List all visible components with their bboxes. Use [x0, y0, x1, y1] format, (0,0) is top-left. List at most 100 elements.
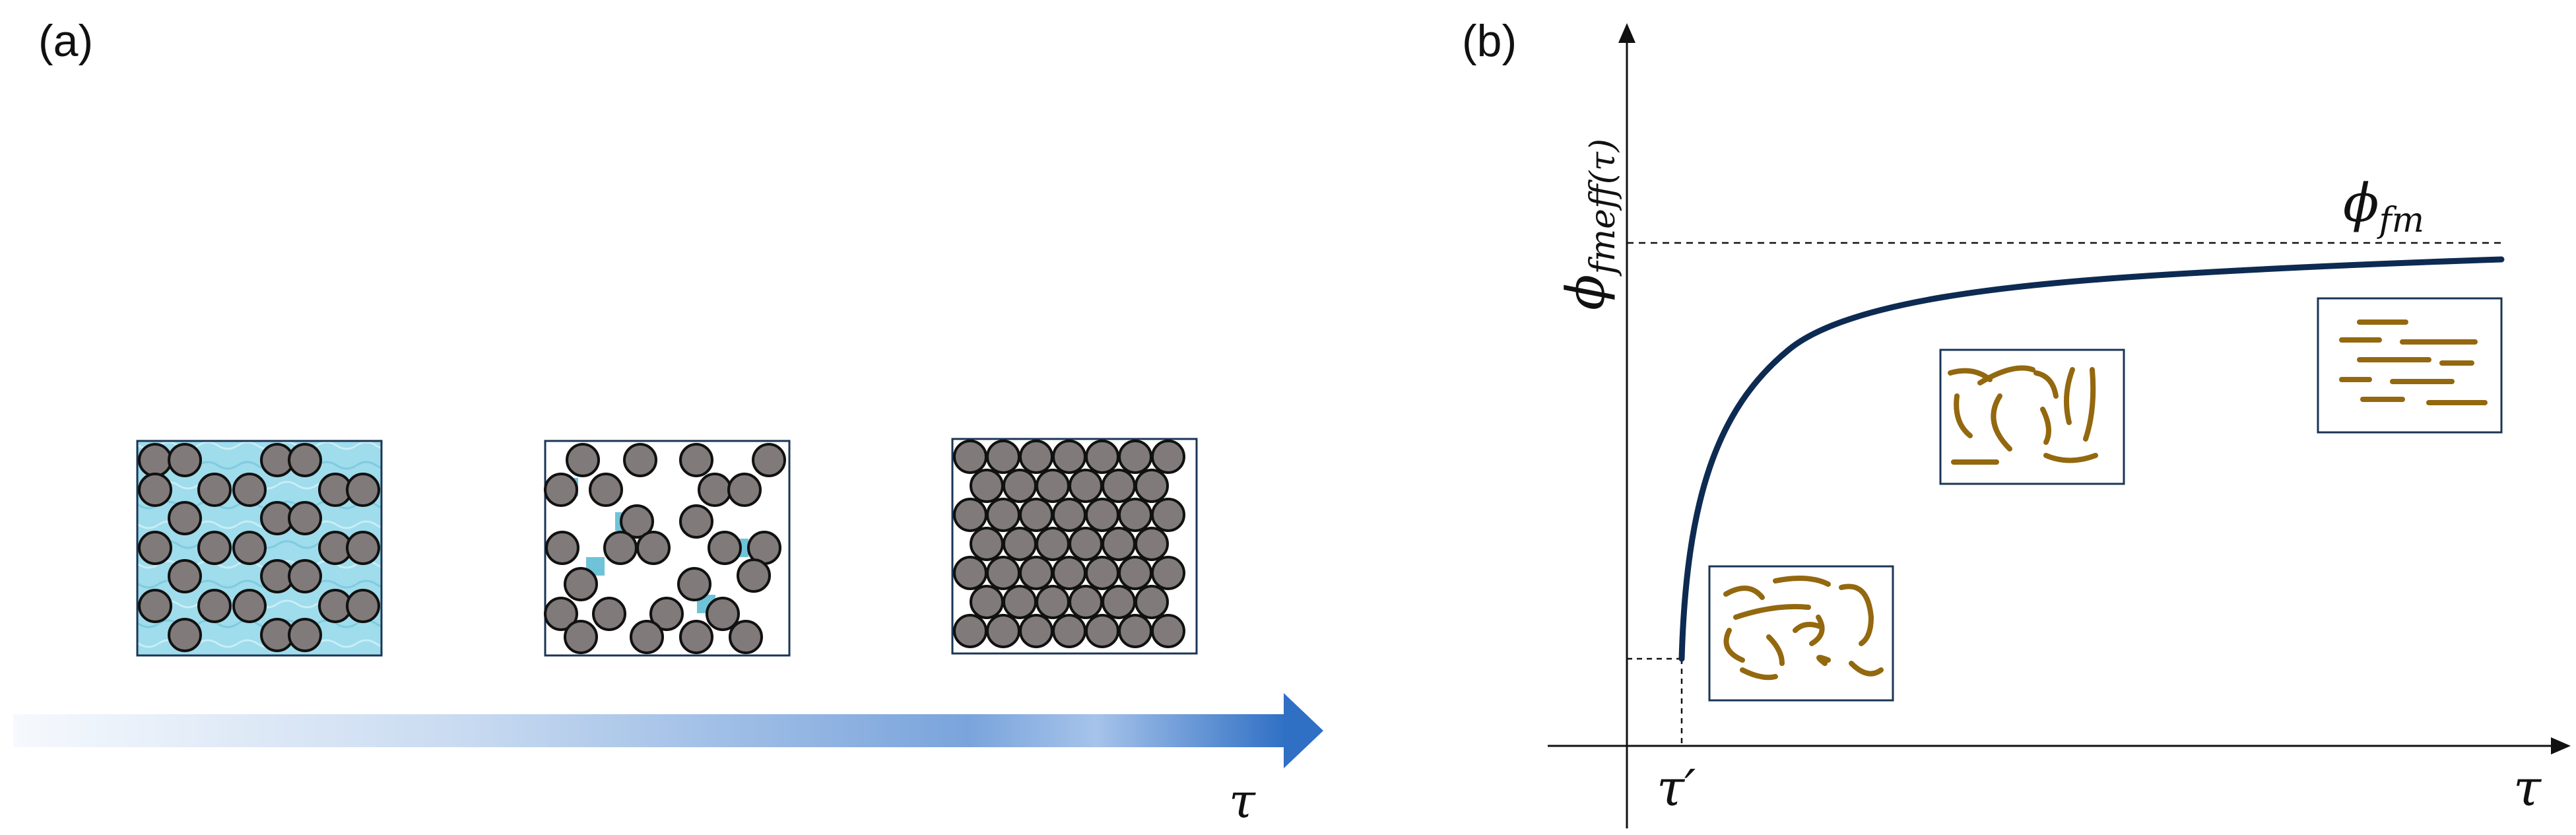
- particle: [232, 473, 267, 507]
- particle: [1102, 469, 1136, 503]
- particle: [677, 567, 711, 601]
- fiber: [2064, 367, 2075, 425]
- fiber-box-random-mid: [1939, 349, 2125, 485]
- particle: [603, 531, 638, 565]
- particle: [592, 597, 626, 631]
- particle: [232, 531, 267, 565]
- fiber-box-3-frame: [2317, 297, 2503, 434]
- particle: [197, 473, 232, 507]
- fiber: [1991, 393, 2012, 451]
- particle: [564, 620, 598, 654]
- particle: [1052, 498, 1086, 532]
- particle: [1135, 469, 1169, 503]
- particle: [232, 589, 267, 623]
- particle: [544, 473, 578, 507]
- asymptote-subscript: fm: [2377, 201, 2425, 240]
- fiber: [1723, 628, 1745, 663]
- fiber-box-2-fibers: [1948, 365, 2098, 465]
- particle: [1085, 440, 1119, 474]
- packing-box-3-particles: [953, 440, 1185, 648]
- fiber: [1773, 576, 1831, 587]
- particle: [168, 501, 202, 535]
- arrow-shaft: [13, 714, 1287, 747]
- fiber: [2083, 367, 2096, 442]
- fiber-box-3-fibers: [2339, 319, 2488, 405]
- particle: [1151, 556, 1185, 590]
- packing-box-bridged: [544, 440, 791, 657]
- particle: [1102, 585, 1136, 619]
- panel-b-label: (b): [1462, 16, 1517, 66]
- fiber-box-1-frame: [1708, 565, 1894, 702]
- particle: [1036, 585, 1070, 619]
- fiber: [1793, 622, 1824, 633]
- y-axis-phi: ϕ: [1555, 274, 1616, 310]
- particle: [168, 443, 202, 477]
- particle: [168, 618, 202, 652]
- particle: [197, 531, 232, 565]
- particle: [1135, 527, 1169, 561]
- particle: [1019, 556, 1053, 590]
- particle: [138, 589, 172, 623]
- packing-fraction-curve: [1678, 256, 2505, 662]
- x-axis-label: τ: [2513, 758, 2542, 817]
- particle: [708, 531, 742, 565]
- particle: [197, 589, 232, 623]
- particle: [1003, 585, 1037, 619]
- y-axis-subscript: fmeff(τ): [1583, 139, 1623, 277]
- particle: [1069, 527, 1103, 561]
- asymptote-label: ϕfm: [2343, 172, 2424, 240]
- fiber: [1733, 604, 1811, 620]
- particle: [953, 556, 987, 590]
- particle: [970, 585, 1004, 619]
- fiber: [1849, 661, 1884, 677]
- fiber: [1723, 585, 1765, 600]
- fiber: [2033, 370, 2059, 399]
- particle: [1003, 469, 1037, 503]
- particle: [346, 473, 380, 507]
- particle: [1019, 440, 1053, 474]
- particle: [986, 614, 1020, 648]
- particle: [679, 443, 713, 477]
- particle: [737, 558, 771, 593]
- packing-box-1-particles: [138, 443, 380, 652]
- particle: [986, 556, 1020, 590]
- fiber-box-aligned: [2317, 297, 2503, 434]
- fiber: [1839, 584, 1874, 646]
- fiber: [1766, 634, 1785, 666]
- asymptote-phi: ϕ: [2343, 172, 2379, 234]
- particle: [1118, 440, 1152, 474]
- particle: [1118, 556, 1152, 590]
- particle: [953, 440, 987, 474]
- particle: [138, 443, 172, 477]
- fiber: [1740, 667, 1778, 681]
- particle: [986, 440, 1020, 474]
- x-axis-arrowhead: [2551, 737, 2571, 754]
- particle: [346, 589, 380, 623]
- particle: [986, 498, 1020, 532]
- particle: [138, 473, 172, 507]
- particle: [752, 443, 786, 477]
- particle: [620, 504, 654, 539]
- particle: [698, 473, 732, 507]
- particle: [566, 443, 600, 477]
- particle: [1135, 585, 1169, 619]
- particle: [1118, 614, 1152, 648]
- packing-box-2-particles: [544, 443, 786, 654]
- particle: [1151, 440, 1185, 474]
- y-axis-label: ϕfmeff(τ): [1555, 139, 1623, 310]
- particle: [1052, 440, 1086, 474]
- particle: [544, 597, 578, 631]
- arrow-head: [1284, 693, 1323, 768]
- particle: [630, 620, 664, 654]
- packing-box-dense: [951, 438, 1198, 655]
- particle: [729, 620, 763, 654]
- particle: [564, 567, 598, 601]
- particle: [545, 531, 579, 565]
- particle: [1019, 498, 1053, 532]
- fiber: [1816, 655, 1831, 666]
- particle: [1036, 527, 1070, 561]
- particle: [168, 559, 202, 593]
- y-axis-arrowhead: [1618, 23, 1635, 43]
- particle: [589, 473, 623, 507]
- particle: [346, 531, 380, 565]
